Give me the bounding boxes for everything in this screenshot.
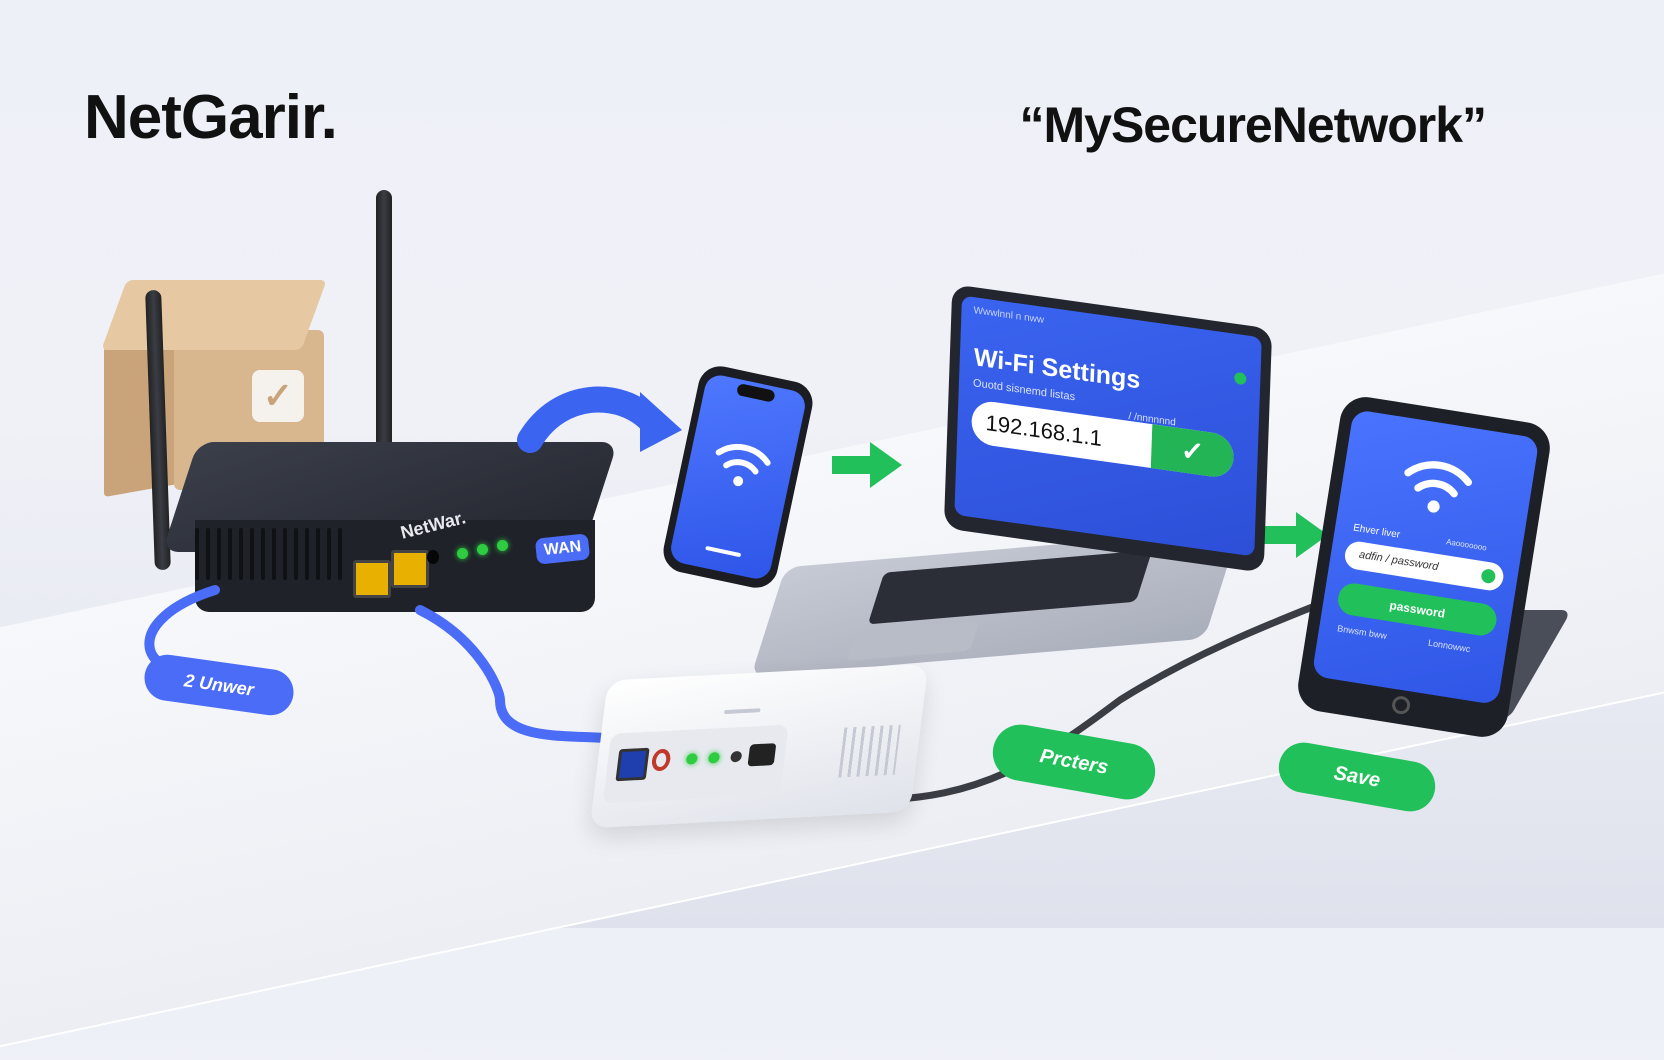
tablet-field-hint: Aaooooooo (1445, 537, 1488, 553)
credentials-value: adfin / password (1358, 548, 1440, 574)
check-icon[interactable]: ✓ (1150, 424, 1235, 480)
modem-vents (838, 724, 901, 778)
ip-address-value: 192.168.1.1 (985, 409, 1103, 452)
wifi-icon (1404, 461, 1473, 513)
tablet-screen: Ehver liver Aaooooooo adfin / password p… (1311, 409, 1540, 706)
ip-address-field[interactable]: 192.168.1.1 ✓ (970, 399, 1235, 480)
modem-logo-strip (723, 708, 761, 715)
arrow-right-icon (1258, 512, 1328, 558)
wifi-icon (715, 444, 771, 487)
tablet-footer-left: Bnwsm bww (1336, 623, 1388, 641)
router-antenna-right (376, 190, 392, 460)
network-name-title: “MySecureNetwork” (1019, 97, 1487, 153)
tablet: Ehver liver Aaooooooo adfin / password p… (1294, 393, 1554, 741)
modem-front (602, 724, 789, 804)
router-led-3 (497, 540, 508, 551)
blue-cable-router-modem (415, 605, 610, 743)
status-dot (1234, 371, 1247, 386)
check-icon: ✓ (252, 370, 304, 422)
brand-title: NetGarir. (84, 83, 338, 152)
router-wan-port[interactable] (391, 550, 429, 588)
arrow-right-icon (832, 442, 902, 488)
router-vents (195, 528, 342, 580)
router-led-1 (457, 548, 468, 559)
check-icon (1480, 568, 1497, 585)
laptop-trackpad (846, 620, 980, 662)
router-led-2 (477, 544, 488, 555)
dark-cable-modem-tablet (866, 596, 1334, 804)
modem-coax-port[interactable] (650, 748, 672, 772)
phone (659, 362, 817, 592)
modem-led-1 (685, 753, 699, 765)
tablet-field-label: Ehver liver (1352, 522, 1401, 541)
laptop-screen: Wwwlnnl n nww Wi-Fi Settings Ouotd sisne… (954, 295, 1262, 557)
tablet-home-button[interactable] (1390, 694, 1412, 716)
laptop-lid: Wwwlnnl n nww Wi-Fi Settings Ouotd sisne… (943, 284, 1273, 573)
phone-notch (736, 383, 776, 403)
modem-ethernet-port[interactable] (615, 747, 650, 782)
modem-status-panel (747, 743, 777, 767)
phone-screen[interactable] (668, 372, 808, 582)
phone-home-bar (705, 545, 742, 558)
laptop-top-label: Wwwlnnl n nww (973, 305, 1045, 326)
router-power-jack (427, 550, 439, 564)
modem-led-off (729, 750, 743, 763)
router-front (195, 520, 595, 612)
curved-arrow-icon (517, 386, 663, 453)
laptop-keyboard (867, 549, 1153, 625)
curved-arrow-head (640, 392, 682, 452)
tablet-footer-right: Lonnowwc (1427, 637, 1472, 655)
router-lan-port[interactable] (353, 560, 391, 598)
modem-led-2 (707, 751, 721, 764)
modem (589, 663, 929, 829)
